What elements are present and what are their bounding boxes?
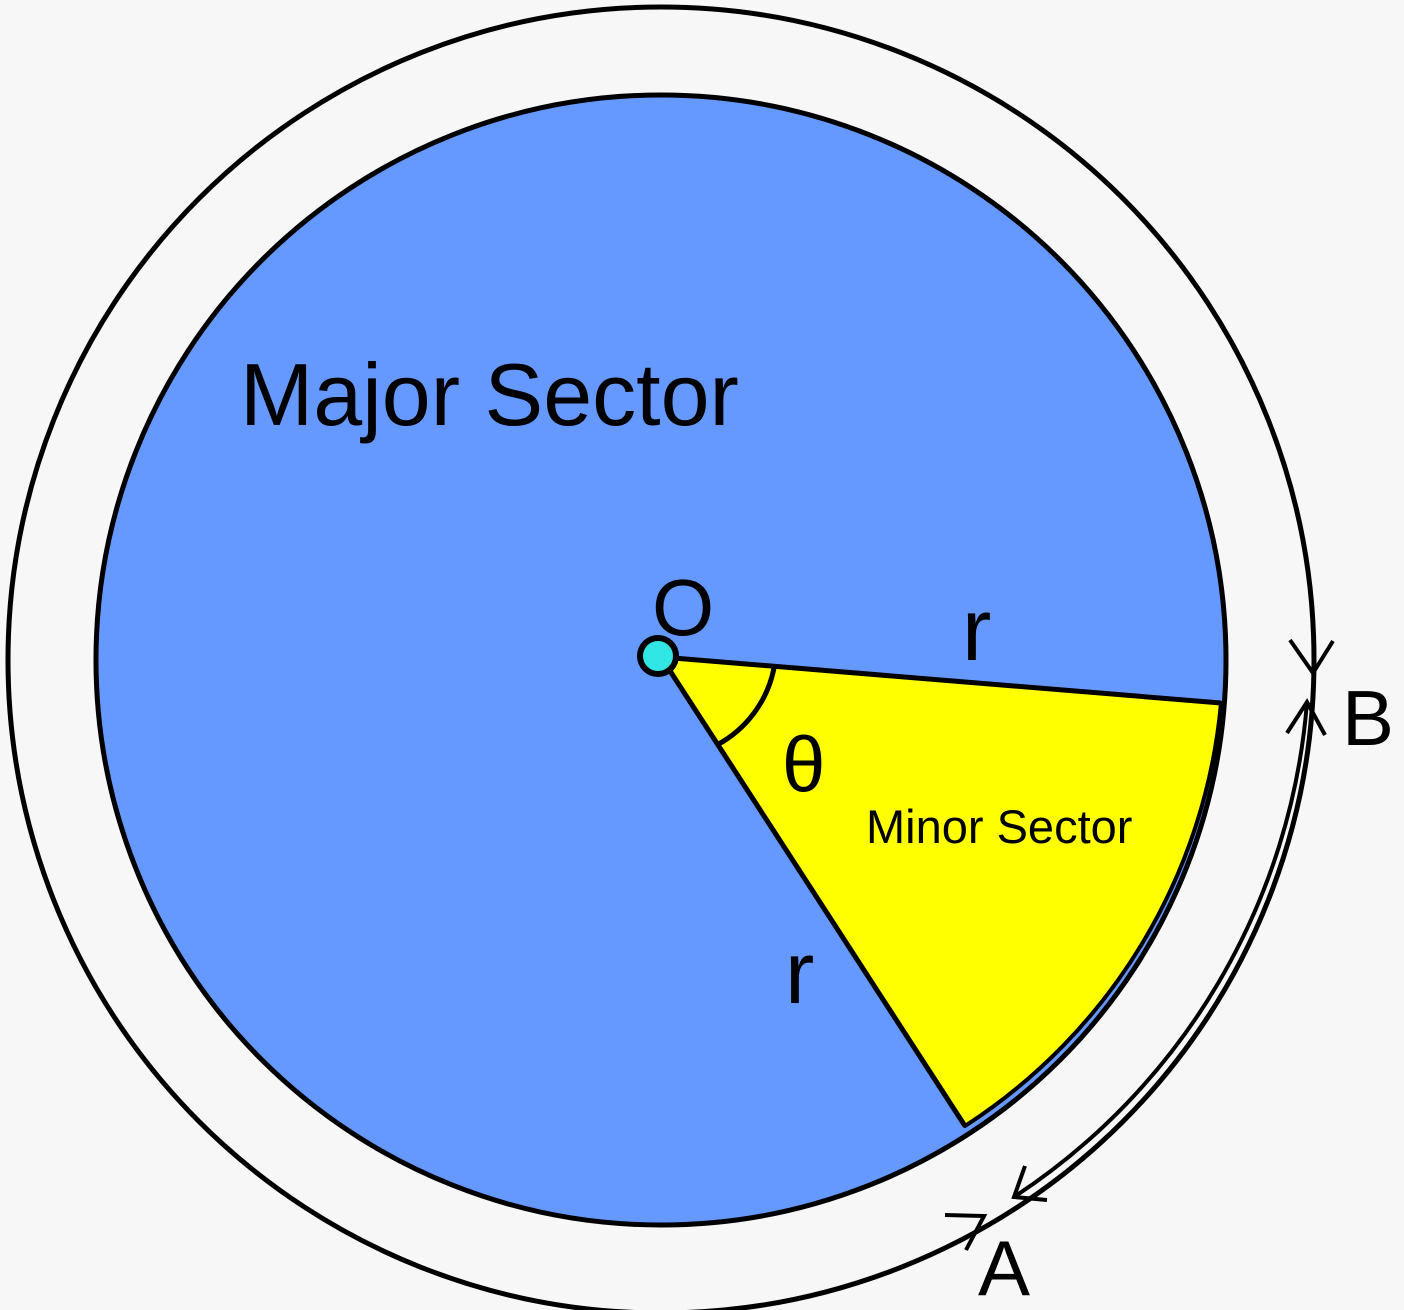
minor-sector xyxy=(659,655,1223,1128)
arrowhead-at-b-upper xyxy=(1288,638,1335,677)
minor-sector-label: Minor Sector xyxy=(866,800,1132,853)
outer-circle xyxy=(5,4,1317,1310)
angle-arc xyxy=(715,667,777,748)
point-b-label: B xyxy=(1342,674,1394,762)
point-a-label: A xyxy=(978,1224,1030,1310)
arrowhead-at-b-lower xyxy=(1285,698,1327,736)
major-sector-label: Major Sector xyxy=(240,345,739,444)
arc-arrow-a-to-b xyxy=(1012,701,1309,1199)
radius-label-upper: r xyxy=(962,580,991,679)
angle-label: θ xyxy=(782,720,825,808)
center-point xyxy=(637,635,679,677)
radius-line-lower xyxy=(658,655,968,1128)
radius-label-lower: r xyxy=(785,923,814,1022)
radius-line-upper xyxy=(660,654,1222,706)
arrowhead-at-a-upper xyxy=(1011,1165,1048,1202)
center-label: O xyxy=(652,563,714,652)
arrowhead-at-a-lower xyxy=(944,1213,988,1251)
